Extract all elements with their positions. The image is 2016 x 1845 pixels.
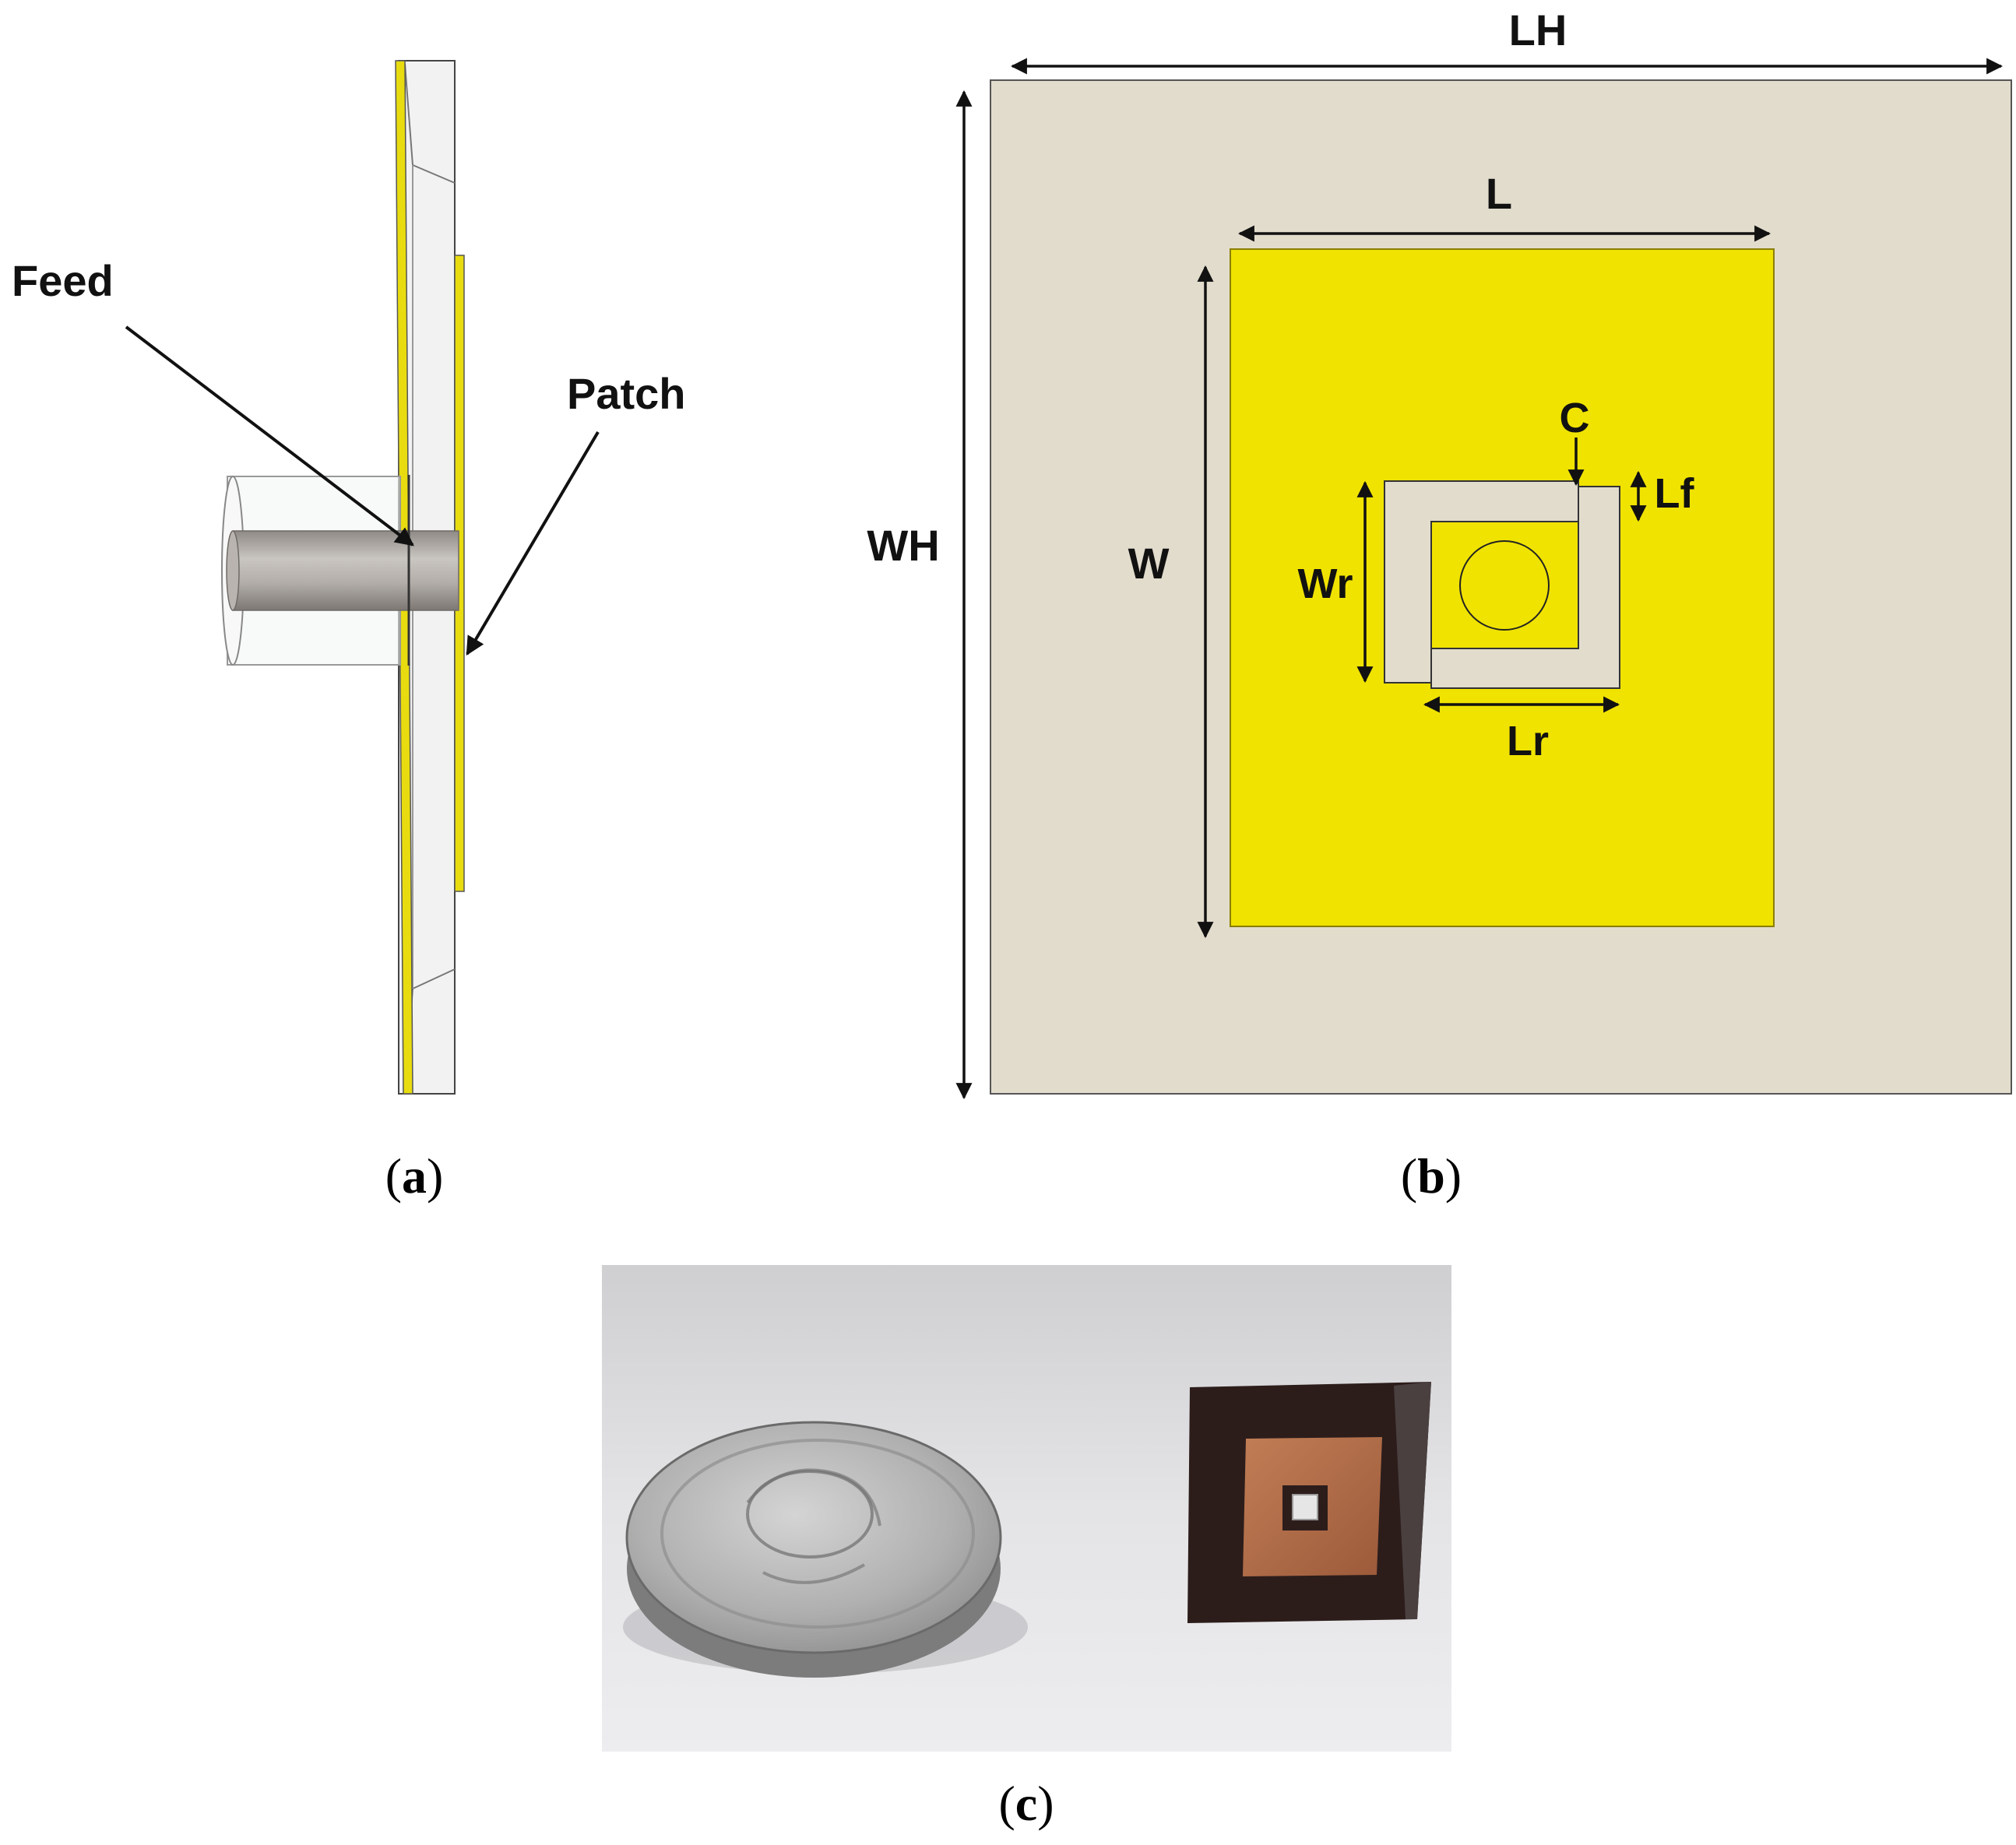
antenna-prototype [1187, 1382, 1431, 1623]
coax-connector [221, 475, 459, 666]
dim-label-LH: LH [1509, 5, 1567, 54]
prototype-feed-pin [1292, 1494, 1318, 1520]
dim-label-Lr: Lr [1507, 718, 1549, 764]
dim-label-Lf: Lf [1655, 470, 1695, 517]
feed-point-circle [1459, 540, 1550, 631]
caption-a: (a) [385, 1148, 444, 1204]
panel-b-top-view: LH WH L W C Lf Wr Lr (b) [867, 5, 2012, 1204]
panel-a-side-view: Feed Patch (a) [12, 60, 686, 1204]
slot-lower-right [1430, 486, 1620, 689]
patch-label: Patch [567, 369, 686, 418]
dim-label-WH: WH [867, 521, 939, 570]
patch-arrow [466, 430, 600, 656]
dim-label-Wr: Wr [1297, 561, 1353, 607]
radiating-patch [1230, 248, 1775, 927]
coax-inner-conductor [232, 530, 459, 611]
coin [625, 1421, 1002, 1678]
feed-label: Feed [12, 256, 114, 305]
panel-c-photo: (c) [602, 1265, 1451, 1831]
dim-label-L: L [1486, 169, 1512, 218]
dim-label-W: W [1128, 539, 1170, 588]
dim-label-C: C [1560, 395, 1590, 441]
caption-c: (c) [998, 1776, 1054, 1831]
feed-arrow [125, 325, 414, 546]
caption-b: (b) [1401, 1148, 1462, 1204]
